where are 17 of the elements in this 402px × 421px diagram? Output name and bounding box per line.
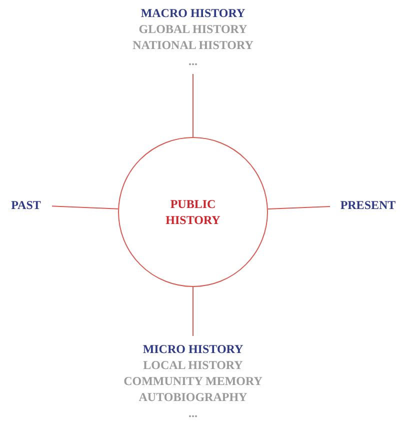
circle-node: [118, 137, 268, 287]
heading-text: PUBLIC HISTORY: [164, 196, 222, 228]
label-text: ...: [188, 53, 198, 69]
label-text: PAST: [11, 197, 41, 213]
heading-text: MACRO HISTORY: [140, 5, 246, 21]
connector-line: [192, 286, 194, 336]
label-text: NATIONAL HISTORY: [132, 37, 254, 53]
label-text: COMMUNITY MEMORY: [124, 373, 262, 389]
heading-text: MICRO HISTORY: [142, 341, 244, 357]
label-text: AUTOBIOGRAPHY: [138, 389, 248, 405]
label-text: LOCAL HISTORY: [143, 357, 243, 373]
label-text: GLOBAL HISTORY: [138, 21, 248, 37]
connector-line: [52, 206, 119, 210]
label-text: PRESENT: [340, 197, 396, 213]
connector-line: [267, 206, 330, 210]
label-text: ...: [188, 405, 198, 421]
connector-line: [192, 74, 194, 138]
